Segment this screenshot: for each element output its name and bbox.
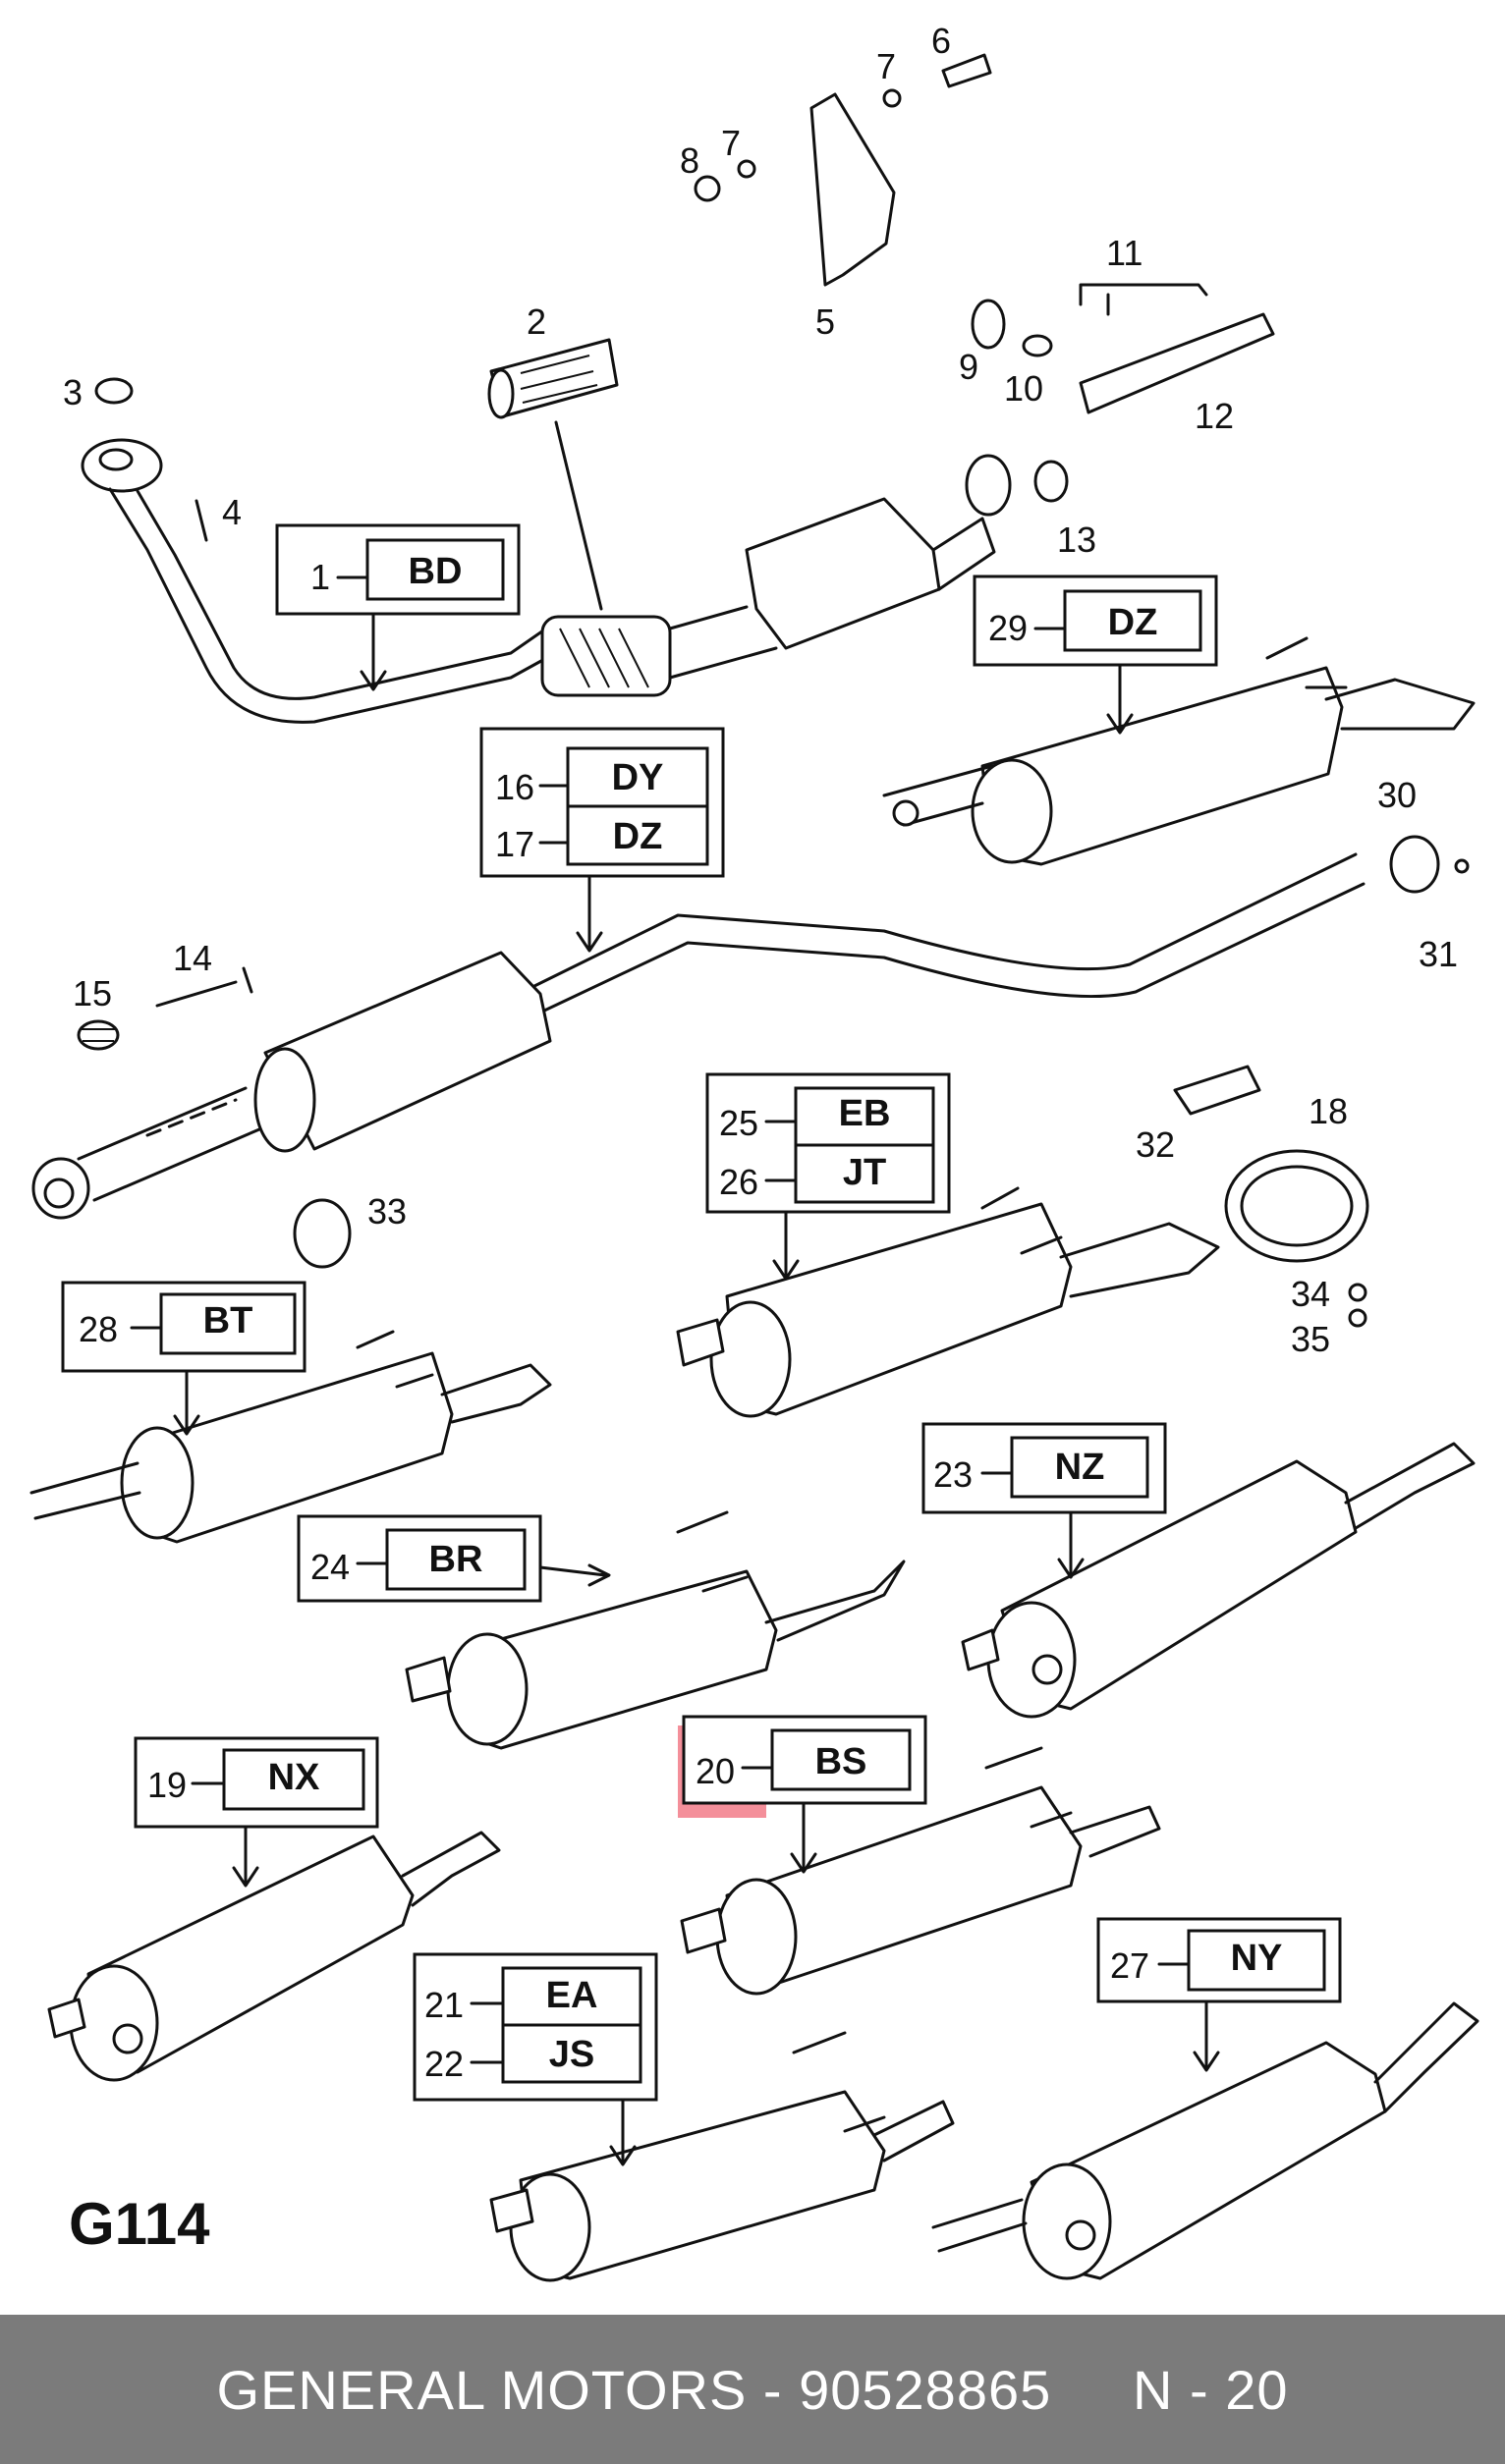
label-part-30: 30 xyxy=(1377,775,1417,815)
svg-text:DZ: DZ xyxy=(613,816,663,857)
footer-brand: GENERAL MOTORS xyxy=(216,2358,748,2421)
muffler-25-illustration xyxy=(676,1186,1220,1418)
label-part-33: 33 xyxy=(367,1191,407,1232)
hanger-bracket-illustration xyxy=(694,53,992,287)
svg-text:BR: BR xyxy=(429,1539,483,1580)
label-part-2: 2 xyxy=(527,301,546,342)
footer-bar: GENERAL MOTORS - 90528865 N - 20 xyxy=(0,2315,1505,2464)
muffler-27-illustration xyxy=(931,2001,1479,2280)
svg-text:21: 21 xyxy=(424,1985,464,2025)
flex-sleeve-illustration xyxy=(487,338,619,611)
svg-text:EA: EA xyxy=(546,1975,598,2016)
muffler-20-illustration xyxy=(680,1746,1161,1996)
svg-text:BD: BD xyxy=(409,551,463,592)
svg-text:DY: DY xyxy=(612,757,664,798)
svg-text:NZ: NZ xyxy=(1055,1447,1105,1488)
label-part-4: 4 xyxy=(222,492,242,532)
diagram-id-label: G114 xyxy=(69,2191,210,2257)
callout-box-27: 27 NY xyxy=(1096,1917,1342,2072)
label-part-7a: 7 xyxy=(876,46,896,86)
label-part-35: 35 xyxy=(1291,1319,1330,1359)
svg-text:29: 29 xyxy=(988,608,1028,648)
gasket-illustration xyxy=(94,377,208,542)
svg-text:1: 1 xyxy=(310,557,330,597)
front-pipe-illustration xyxy=(81,438,1069,724)
callout-box-21-22: 21 EA 22 JS xyxy=(413,1952,658,2166)
rubber-mount-illustration xyxy=(293,1065,1369,1328)
muffler-21-illustration xyxy=(489,2031,955,2282)
center-silencer-illustration xyxy=(31,852,1366,1220)
svg-text:JS: JS xyxy=(549,2034,594,2075)
svg-text:BS: BS xyxy=(815,1741,867,1782)
svg-text:JT: JT xyxy=(843,1152,886,1193)
muffler-19-illustration xyxy=(47,1831,501,2082)
label-part-8: 8 xyxy=(680,140,699,181)
svg-text:EB: EB xyxy=(839,1093,891,1134)
label-part-7b: 7 xyxy=(721,123,741,163)
highlighted-part-number: 20 xyxy=(696,1751,735,1791)
svg-text:27: 27 xyxy=(1110,1945,1149,1986)
callout-box-20: 20 BS xyxy=(682,1715,927,1874)
callout-box-19: 19 NX xyxy=(134,1736,379,1888)
callout-box-16-17: 16 DY 17 DZ xyxy=(479,727,725,953)
svg-text:22: 22 xyxy=(424,2044,464,2084)
label-part-5: 5 xyxy=(815,301,835,342)
callout-box-24: 24 BR xyxy=(297,1514,611,1603)
svg-text:26: 26 xyxy=(719,1162,758,1202)
label-part-11: 11 xyxy=(1106,233,1143,273)
svg-text:28: 28 xyxy=(79,1309,118,1349)
footer-separator: - xyxy=(747,2358,800,2421)
label-part-31: 31 xyxy=(1419,934,1458,974)
svg-text:DZ: DZ xyxy=(1108,602,1158,643)
bolt-spring-illustration xyxy=(77,966,253,1051)
footer-gap xyxy=(1051,2358,1133,2422)
label-part-12: 12 xyxy=(1195,396,1234,436)
svg-text:19: 19 xyxy=(147,1765,187,1805)
svg-text:24: 24 xyxy=(310,1547,350,1587)
muffler-28-illustration xyxy=(29,1330,552,1544)
rear-muffler-29-illustration xyxy=(882,636,1476,866)
callout-box-1: 1 BD xyxy=(275,523,521,691)
callout-box-25-26: 25 EB 26 JT xyxy=(705,1072,951,1281)
label-part-15: 15 xyxy=(73,973,112,1013)
footer-part-number: 90528865 xyxy=(799,2358,1052,2421)
footer-position: N - 20 xyxy=(1133,2358,1289,2421)
svg-text:NY: NY xyxy=(1231,1938,1283,1979)
part-number-labels: 2 3 4 5 6 7 7 8 9 10 11 12 13 14 15 18 3… xyxy=(63,21,1458,1359)
label-part-10: 10 xyxy=(1004,368,1043,409)
label-part-6: 6 xyxy=(931,21,951,61)
clamp-illustration xyxy=(1389,835,1470,894)
label-part-18: 18 xyxy=(1309,1091,1348,1131)
label-part-34: 34 xyxy=(1291,1274,1330,1314)
mounting-rail-illustration xyxy=(971,283,1275,414)
label-part-32: 32 xyxy=(1136,1124,1175,1165)
svg-text:NX: NX xyxy=(268,1757,320,1798)
callout-box-28: 28 BT xyxy=(61,1281,307,1436)
svg-text:17: 17 xyxy=(495,824,534,864)
muffler-24-illustration xyxy=(405,1510,906,1750)
callout-box-29: 29 DZ xyxy=(973,575,1218,735)
label-part-3: 3 xyxy=(63,372,83,412)
svg-text:16: 16 xyxy=(495,767,534,807)
svg-text:23: 23 xyxy=(933,1454,973,1495)
muffler-23-illustration xyxy=(961,1442,1476,1719)
label-part-13: 13 xyxy=(1057,520,1096,560)
footer-text: GENERAL MOTORS - 90528865 N - 20 xyxy=(0,2315,1505,2464)
svg-text:BT: BT xyxy=(203,1300,253,1342)
svg-text:25: 25 xyxy=(719,1103,758,1143)
callout-box-23: 23 NZ xyxy=(921,1422,1167,1579)
label-part-14: 14 xyxy=(173,938,212,978)
label-part-9: 9 xyxy=(959,347,978,387)
